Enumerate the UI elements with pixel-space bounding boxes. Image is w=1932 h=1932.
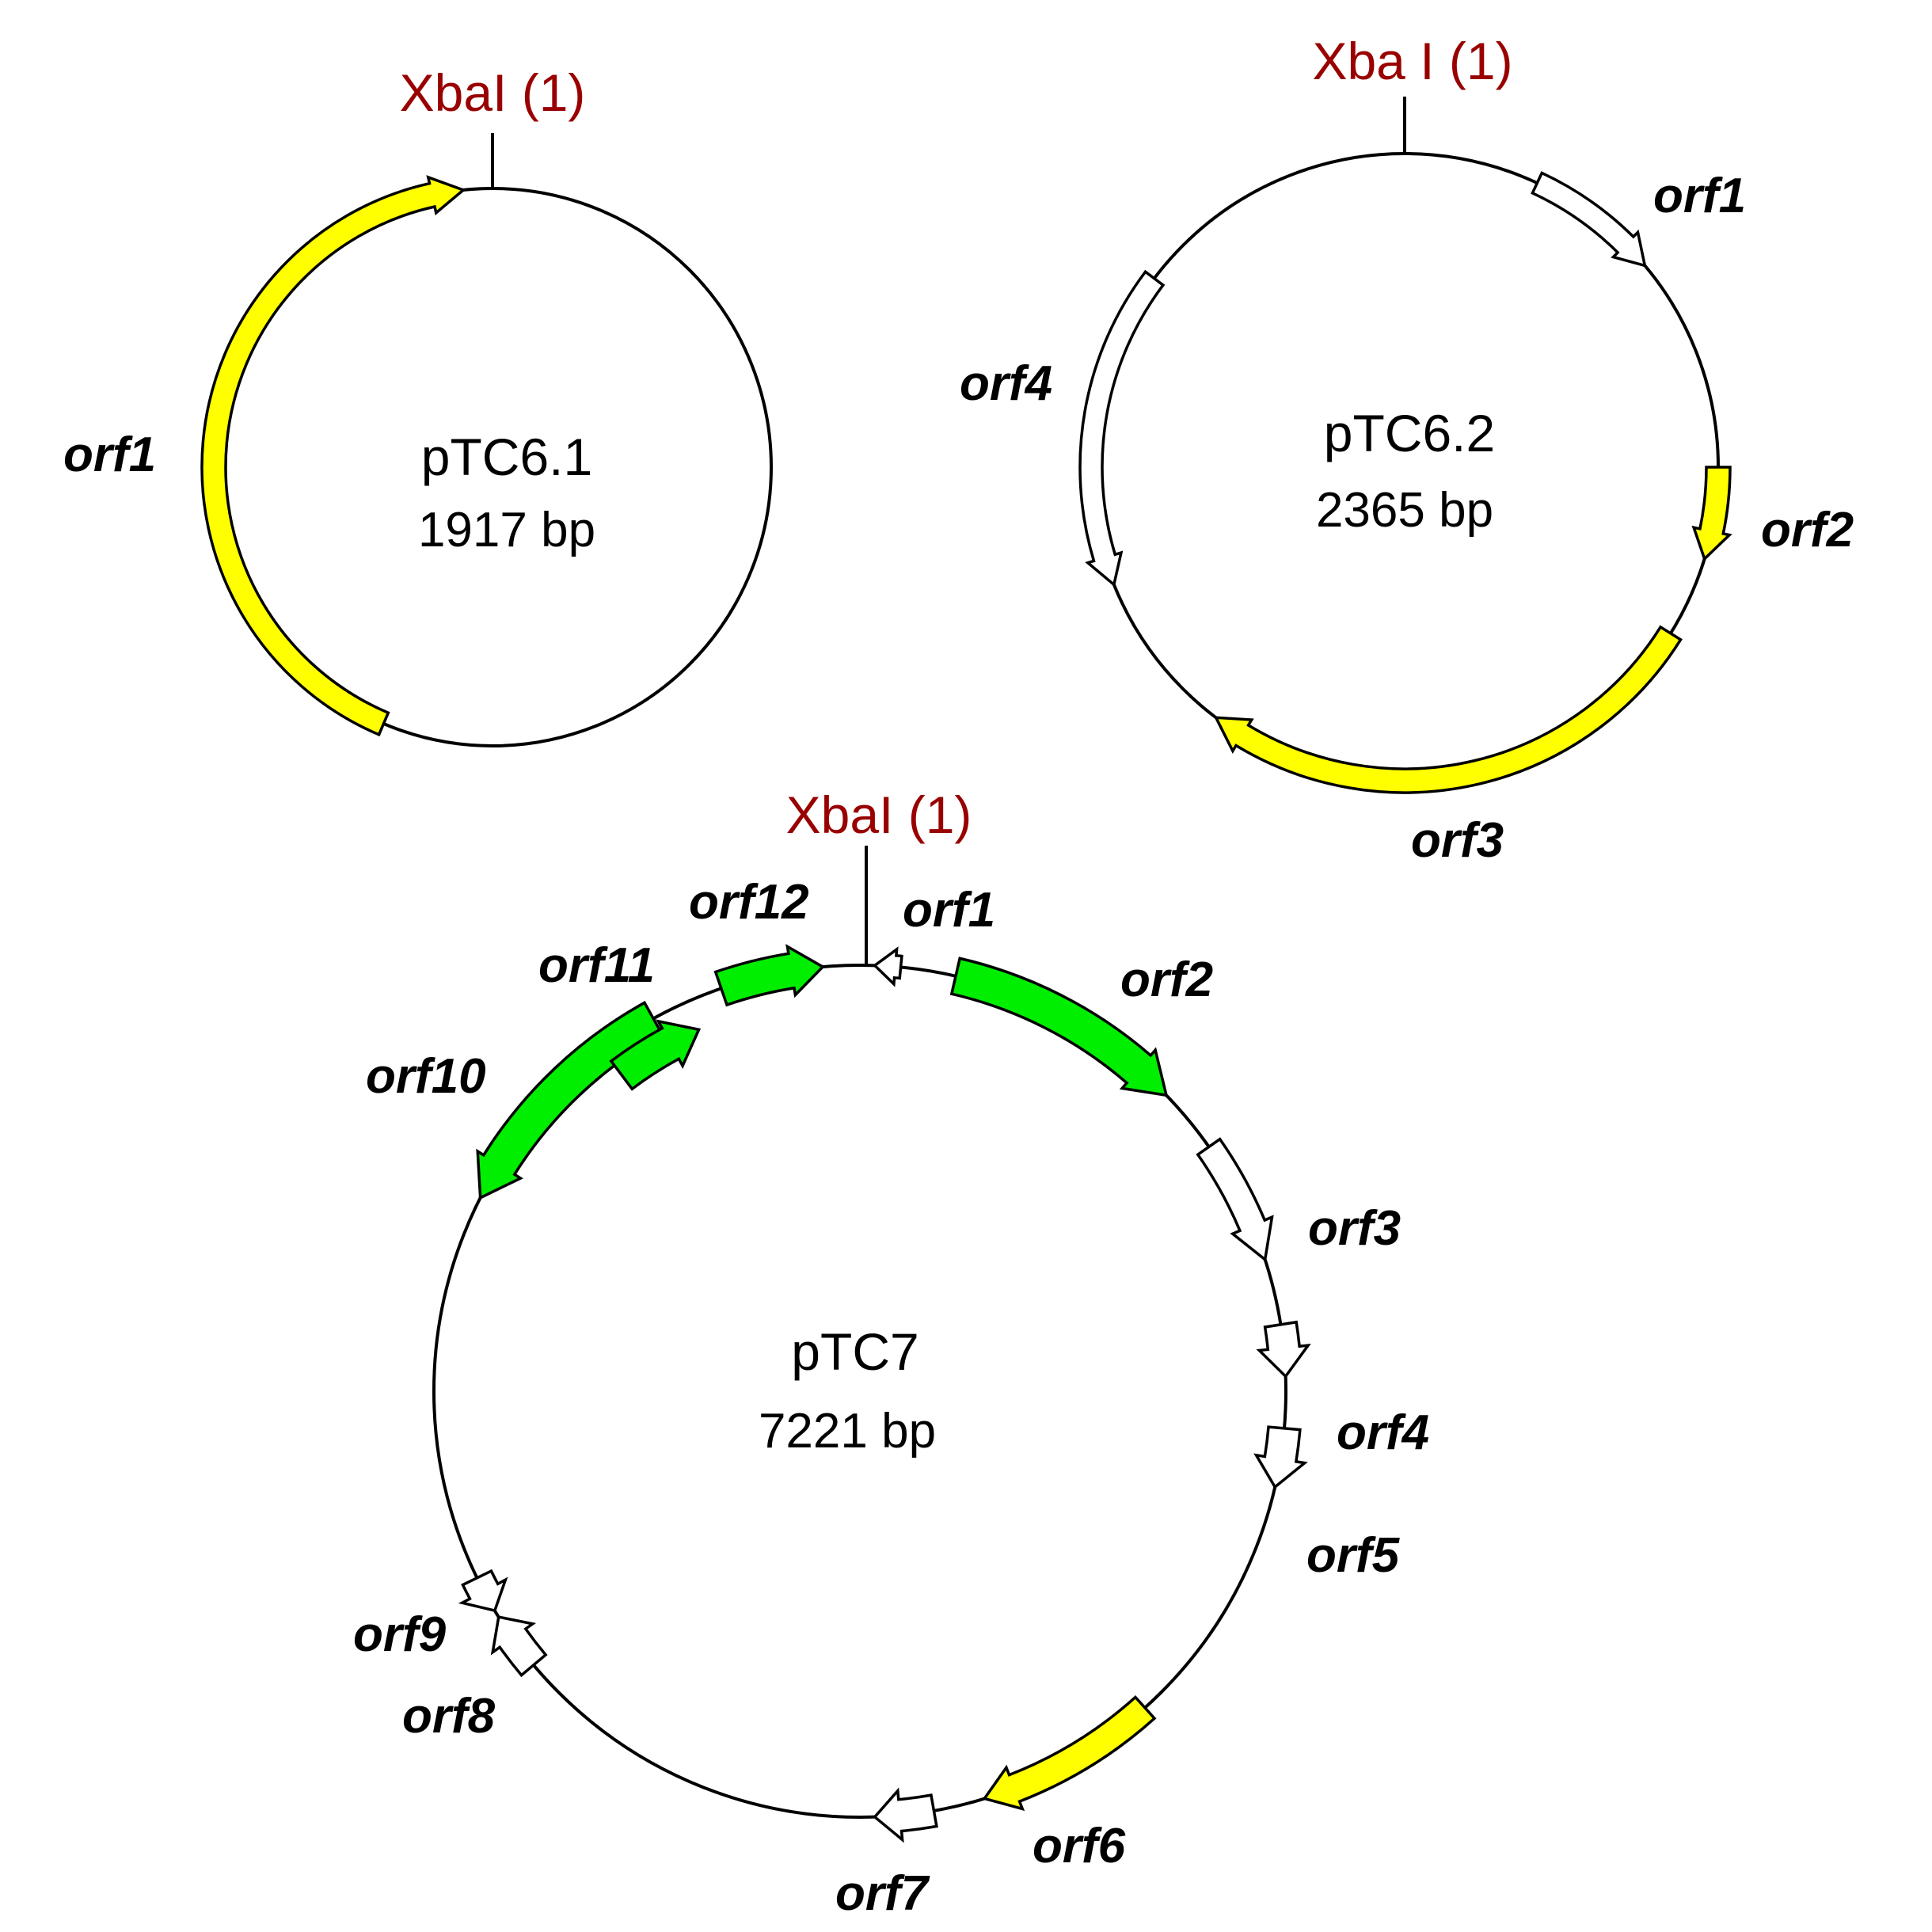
ptc7-orf2-arrow — [949, 956, 1169, 1097]
ptc7-orf8-label: orf8 — [402, 1689, 496, 1744]
ptc7-orf1-arrow — [873, 946, 903, 987]
ptc7-orf8-arrow — [490, 1615, 548, 1678]
ptc7-orf12-label: orf12 — [689, 875, 809, 930]
ptc6-2-orf4-label: orf4 — [960, 356, 1052, 411]
ptc6-1-orf1-arrow — [200, 175, 466, 737]
ptc6-2-orf2-arrow — [1691, 466, 1732, 561]
ptc7-orf4-label: orf4 — [1337, 1405, 1429, 1460]
ptc6-2-name: pTC6.2 — [1324, 404, 1495, 462]
ptc7-xbai-label: XbaI (1) — [786, 785, 972, 844]
ptc6-2-xbai-label: Xba I (1) — [1312, 32, 1512, 90]
ptc7-orf10-arrow — [476, 1000, 664, 1200]
ptc6-2-orf2-label: orf2 — [1761, 503, 1854, 557]
ptc6-2-orf1-label: orf1 — [1653, 169, 1746, 223]
ptc7-orf6-label: orf6 — [1033, 1819, 1126, 1873]
ptc7-orf11-label: orf11 — [538, 938, 655, 993]
ptc7-name: pTC7 — [791, 1322, 918, 1381]
ptc7-orf2-label: orf2 — [1120, 953, 1213, 1007]
ptc7-orf11-arrow — [609, 1019, 702, 1091]
ptc6-2-orf3-arrow — [1213, 625, 1683, 794]
ptc7-orf9-arrow — [458, 1569, 508, 1613]
ptc7-orf3-label: orf3 — [1308, 1201, 1401, 1256]
ptc7-orf10-label: orf10 — [366, 1049, 486, 1104]
ptc7-backbone — [432, 964, 1287, 1819]
plasmid-ptc6-2: Xba I (1) pTC6.2 2365 bp orf1 orf2 orf3 … — [960, 32, 1854, 868]
ptc7-orf7-arrow — [873, 1787, 938, 1843]
ptc6-1-xbai-label: XbaI (1) — [400, 63, 586, 122]
ptc6-1-name: pTC6.1 — [421, 428, 592, 486]
ptc7-orf7-label: orf7 — [835, 1866, 930, 1921]
ptc7-orf3-arrow — [1196, 1137, 1274, 1262]
ptc6-2-size: 2365 bp — [1316, 483, 1493, 538]
ptc7-orf6-arrow — [982, 1694, 1157, 1812]
ptc6-2-orf1-arrow — [1531, 171, 1647, 268]
ptc7-orf1-label: orf1 — [903, 883, 995, 937]
ptc7-orf5-arrow — [1253, 1425, 1308, 1489]
ptc6-2-orf3-label: orf3 — [1411, 813, 1504, 868]
ptc6-1-orf1-label: orf1 — [63, 428, 156, 482]
plasmid-ptc7: XbaI (1) pTC7 7221 bp orf1 orf2 orf3 orf… — [353, 785, 1429, 1921]
ptc6-1-size: 1917 bp — [418, 503, 595, 557]
plasmid-ptc6-1: XbaI (1) pTC6.1 1917 bp orf1 — [63, 63, 773, 747]
ptc7-orf9-label: orf9 — [353, 1607, 447, 1662]
ptc7-orf4-arrow — [1256, 1320, 1311, 1379]
ptc7-orf5-label: orf5 — [1306, 1528, 1401, 1583]
ptc7-size: 7221 bp — [759, 1404, 936, 1459]
ptc6-2-orf4-arrow — [1078, 269, 1166, 588]
ptc7-orf12-arrow — [713, 944, 825, 1007]
